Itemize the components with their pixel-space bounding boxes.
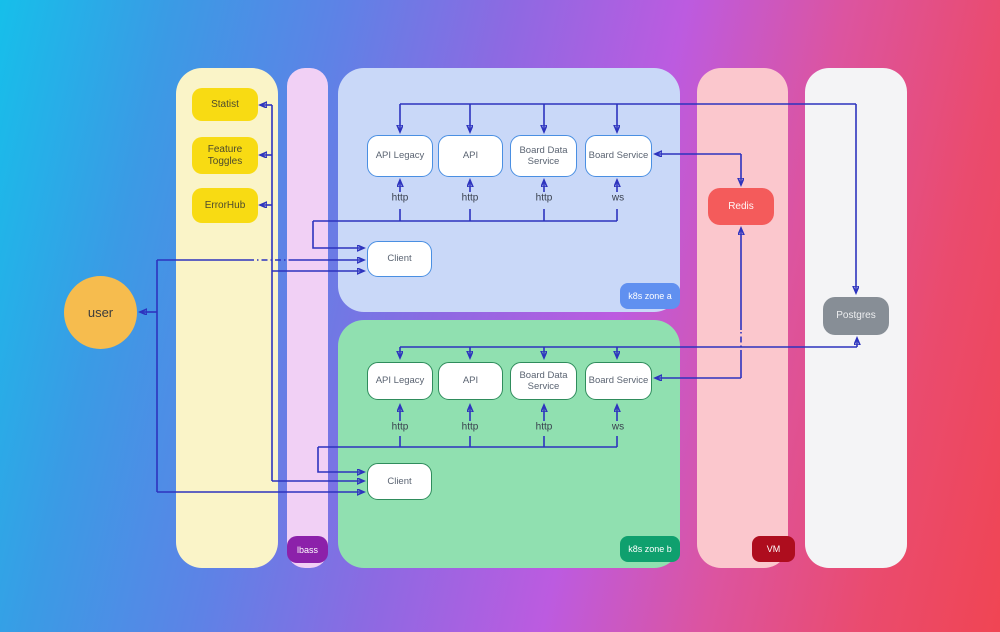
zone-b-api-legacy-node: API Legacy (367, 362, 433, 400)
lbass-column (287, 68, 328, 568)
user-links (141, 260, 363, 492)
zone-b-board-data-service-node: Board Data Service (510, 362, 577, 400)
redis-node: Redis (708, 188, 774, 225)
zone-b-board-service-label: Board Service (588, 375, 649, 387)
zone-b-protocol-ws: ws (611, 421, 625, 433)
postgres-node: Postgres (823, 297, 889, 335)
zone-a-api-legacy-label: API Legacy (375, 150, 425, 162)
zone-a-protocol-http-2: http (461, 192, 479, 204)
zone-b-api-label: API (462, 375, 479, 387)
zone-b-links (317, 339, 857, 472)
zone-a-board-service-node: Board Service (585, 135, 652, 177)
zone-b-api-node: API (438, 362, 503, 400)
zone-a-protocol-http-1: http (391, 192, 409, 204)
zone-b-client-label: Client (387, 475, 412, 487)
errorhub-node: ErrorHub (192, 188, 258, 223)
user-node: user (64, 276, 137, 349)
feature-toggles-node: Feature Toggles (192, 137, 258, 174)
feature-toggles-label: Feature Toggles (207, 143, 243, 167)
observability-links (261, 105, 363, 481)
vm-column (697, 68, 788, 568)
postgres-label: Postgres (836, 310, 876, 321)
zone-b-board-service-node: Board Service (585, 362, 652, 400)
lbass-badge-label: lbass (296, 544, 318, 555)
zone-a-badge: k8s zone a (620, 283, 680, 309)
zone-b-badge-label: k8s zone b (628, 544, 672, 554)
zone-a-api-label: API (462, 150, 479, 162)
redis-label: Redis (728, 200, 754, 212)
zone-b-api-legacy-label: API Legacy (375, 375, 425, 387)
zone-b-protocol-http-2: http (461, 421, 479, 433)
vm-badge-label: VM (766, 544, 781, 554)
zone-b-badge: k8s zone b (620, 536, 680, 562)
zone-a-protocol-ws: ws (611, 192, 625, 204)
zone-a-client-node: Client (367, 241, 432, 277)
statist-label: Statist (211, 98, 239, 110)
zone-b-protocol-http-1: http (391, 421, 409, 433)
vm-badge: VM (752, 536, 795, 562)
k8s-zone-b (338, 320, 680, 568)
statist-node: Statist (192, 88, 258, 121)
zone-a-board-data-service-node: Board Data Service (510, 135, 577, 177)
zone-a-client-label: Client (387, 253, 412, 265)
zone-b-client-node: Client (367, 463, 432, 500)
zone-a-api-legacy-node: API Legacy (367, 135, 433, 177)
lbass-badge: lbass (287, 536, 328, 563)
zone-a-protocol-http-3: http (535, 192, 553, 204)
redis-links (656, 154, 741, 378)
zone-a-api-node: API (438, 135, 503, 177)
zone-b-board-data-service-label: Board Data Service (519, 369, 568, 392)
errorhub-label: ErrorHub (204, 199, 246, 211)
zone-a-badge-label: k8s zone a (628, 291, 672, 301)
zone-a-board-data-service-label: Board Data Service (519, 144, 568, 167)
zone-b-protocol-http-3: http (535, 421, 553, 433)
zone-a-board-service-label: Board Service (588, 150, 649, 162)
zone-a-links (312, 103, 856, 292)
user-label: user (87, 304, 114, 320)
